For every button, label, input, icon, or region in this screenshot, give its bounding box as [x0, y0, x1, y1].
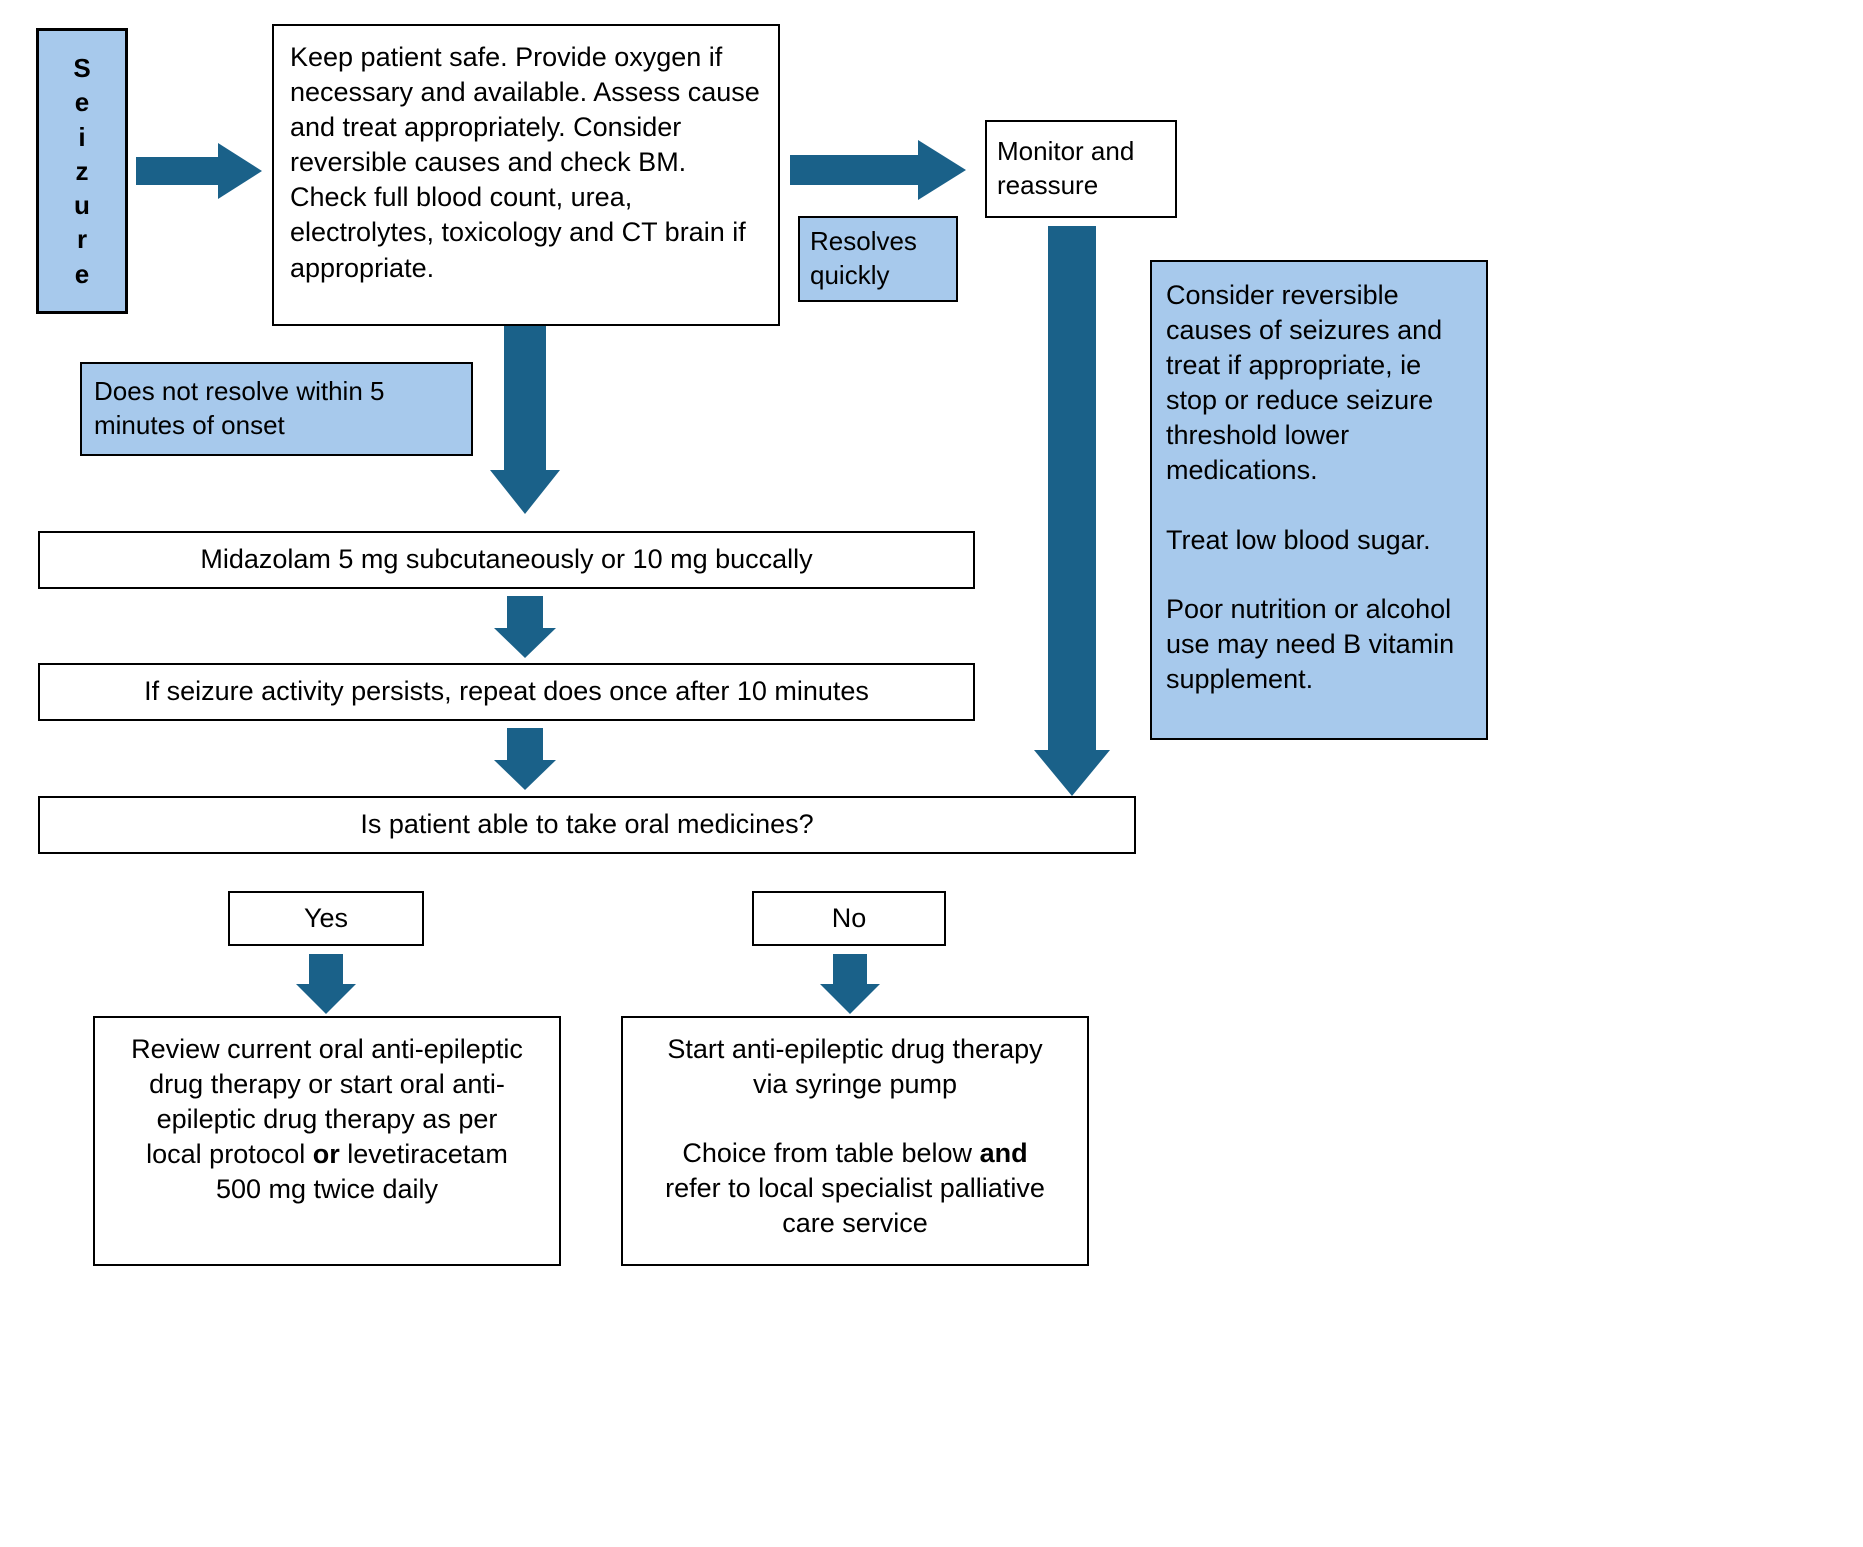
seizure-letter-5: u — [74, 190, 90, 221]
syringe-pump-line-1: Start anti-epileptic drug therapy — [667, 1034, 1043, 1064]
seizure-letter-4: z — [75, 155, 89, 186]
node-repeat-dose: If seizure activity persists, repeat doe… — [38, 663, 975, 721]
node-does-not-resolve: Does not resolve within 5 minutes of ons… — [80, 362, 473, 456]
syringe-pump-line-4: refer to local specialist palliative — [665, 1173, 1045, 1204]
arrow-no-to-syringe-pump — [820, 954, 880, 1014]
reversible-causes-paragraph-1: Consider reversible causes of seizures a… — [1166, 280, 1450, 486]
oral-therapy-line-5: 500 mg twice daily — [215, 1174, 439, 1205]
seizure-letter-7: e — [74, 258, 90, 289]
arrow-repeat-to-question — [494, 728, 556, 790]
seizure-letter-3: i — [78, 121, 86, 152]
arrow-initial-to-monitor — [790, 140, 970, 200]
node-seizure — [36, 28, 128, 314]
arrow-initial-to-midazolam — [490, 326, 560, 516]
syringe-pump-line-3-a: Choice from table below — [682, 1138, 980, 1169]
oral-therapy-line-4-a: local protocol — [146, 1139, 313, 1170]
node-syringe-pump: Start anti-epileptic drug therapy via sy… — [621, 1016, 1089, 1266]
syringe-pump-and-emphasis: and — [979, 1138, 1028, 1169]
oral-therapy-line-1: Review current oral anti-epileptic — [131, 1034, 523, 1064]
seizure-vertical-label: S e i z u r e — [36, 28, 128, 314]
oral-therapy-line-3: epileptic drug therapy as per — [156, 1104, 498, 1135]
midazolam-text: Midazolam 5 mg subcutaneously or 10 mg b… — [200, 544, 813, 575]
seizure-letter-6: r — [76, 224, 88, 255]
oral-therapy-or-emphasis: or — [312, 1139, 340, 1170]
initial-management-text: Keep patient safe. Provide oxygen if nec… — [290, 42, 768, 283]
no-text: No — [831, 902, 867, 933]
monitor-reassure-text: Monitor and reassure — [997, 136, 1142, 200]
arrow-seizure-to-initial — [136, 143, 262, 199]
arrow-midazolam-to-repeat — [494, 596, 556, 658]
seizure-letter-2: e — [74, 87, 90, 118]
arrow-yes-to-oral-therapy — [296, 954, 356, 1014]
node-resolves-quickly: Resolves quickly — [798, 216, 958, 302]
oral-therapy-line-2: drug therapy or start oral anti- — [149, 1069, 505, 1100]
oral-therapy-line-4: local protocol or levetiracetam — [146, 1137, 508, 1172]
syringe-pump-line-2: via syringe pump — [752, 1069, 958, 1100]
syringe-pump-line-5: care service — [782, 1208, 928, 1239]
node-oral-question: Is patient able to take oral medicines? — [38, 796, 1136, 854]
resolves-quickly-text: Resolves quickly — [810, 226, 925, 290]
node-oral-therapy: Review current oral anti-epileptic drug … — [93, 1016, 561, 1266]
node-midazolam: Midazolam 5 mg subcutaneously or 10 mg b… — [38, 531, 975, 589]
oral-therapy-line-4-b: levetiracetam — [339, 1139, 508, 1170]
syringe-pump-line-3: Choice from table below and — [682, 1136, 1027, 1171]
node-initial-management: Keep patient safe. Provide oxygen if nec… — [272, 24, 780, 326]
arrow-monitor-to-oral-question — [1034, 226, 1110, 796]
seizure-letter-1: S — [73, 52, 91, 83]
repeat-dose-text: If seizure activity persists, repeat doe… — [144, 676, 869, 707]
does-not-resolve-text: Does not resolve within 5 minutes of ons… — [94, 376, 392, 440]
node-monitor-reassure: Monitor and reassure — [985, 120, 1177, 218]
oral-question-text: Is patient able to take oral medicines? — [360, 809, 814, 840]
node-yes: Yes — [228, 891, 424, 946]
node-reversible-causes: Consider reversible causes of seizures a… — [1150, 260, 1488, 740]
yes-text: Yes — [303, 902, 349, 933]
reversible-causes-paragraph-2: Treat low blood sugar. — [1166, 524, 1431, 555]
reversible-causes-paragraph-3: Poor nutrition or alcohol use may need B… — [1166, 593, 1462, 694]
node-no: No — [752, 891, 946, 946]
